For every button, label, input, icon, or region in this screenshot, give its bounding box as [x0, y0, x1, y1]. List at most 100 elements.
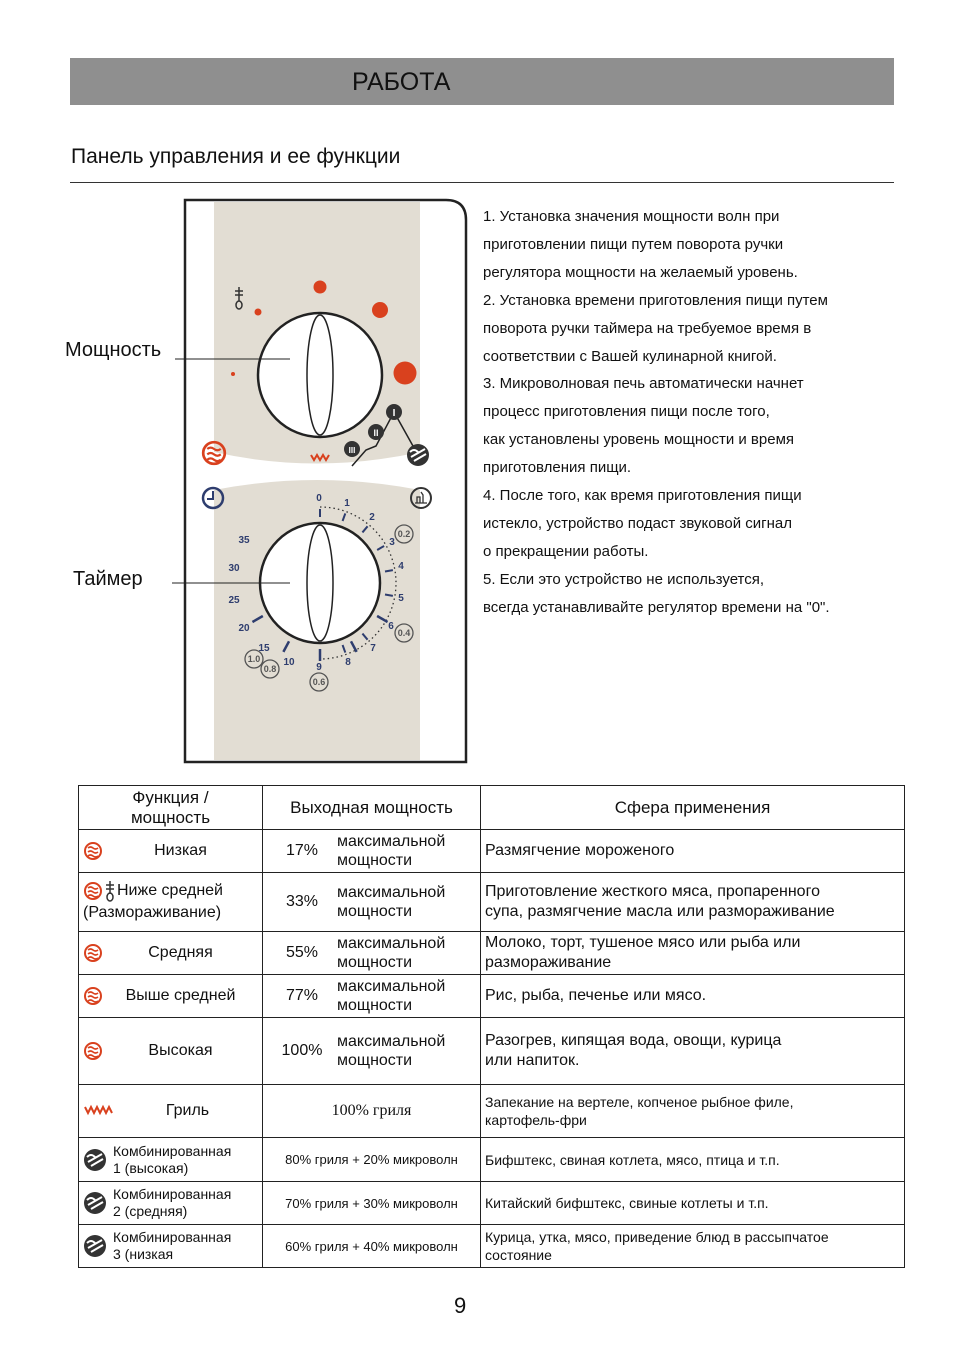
function-label: Комбинированная: [113, 1186, 232, 1202]
microwave-icon: [84, 944, 102, 962]
output-text: 80% гриля + 20% микроволн: [262, 1137, 481, 1182]
timer-tick: [341, 644, 347, 653]
combo-icon: [83, 1147, 107, 1172]
instruction-line: 4. После того, как время приготовления п…: [483, 487, 802, 505]
max-text: максимальной: [337, 978, 446, 995]
timer-tick: [384, 569, 394, 573]
header-output: Выходная мощность: [262, 785, 481, 830]
timer-tick: [349, 640, 358, 653]
weight-0-4: [394, 623, 414, 643]
output-percent: 33%: [285, 893, 319, 910]
page-subtitle: Панель управления и ее функции: [71, 145, 401, 168]
grill-icon: [84, 1104, 113, 1116]
power-dot-low: [254, 308, 262, 316]
combo-mark-2-label: II: [373, 428, 378, 438]
instructions: 1. Установка значения мощности волн при …: [483, 203, 903, 622]
weight-0-4-label: 0.4: [398, 628, 411, 638]
scope-text: Размягчение мороженого: [480, 829, 905, 873]
scope-text: размораживание: [485, 954, 612, 971]
section-title: РАБОТА: [352, 68, 451, 96]
scope-text: Рис, рыба, печенье или мясо.: [480, 974, 905, 1018]
function-label: Ниже средней: [117, 882, 223, 899]
timer-number: 4: [398, 561, 404, 572]
timer-number: 15: [258, 643, 270, 654]
output-percent: 55%: [285, 944, 319, 961]
weight-1-0-label: 1.0: [248, 654, 261, 664]
power-dial-grip: [306, 314, 334, 436]
weight-1-0: [244, 649, 264, 669]
combo-icon: [83, 1191, 107, 1215]
divider: [70, 182, 894, 183]
max-text: мощности: [337, 954, 413, 971]
timer-number: 2: [369, 512, 375, 523]
scope-text: картофель-фри: [485, 1112, 587, 1128]
timer-number: 10: [283, 657, 295, 668]
instruction-line: приготовления пищи.: [483, 459, 632, 477]
max-text: мощности: [337, 852, 413, 869]
output-percent: 17%: [285, 842, 319, 859]
scope-text: Разогрев, кипящая вода, овощи, курица: [485, 1032, 782, 1049]
timer-number: 3: [389, 537, 395, 548]
scope-text: Приготовление жесткого мяса, пропаренног…: [485, 883, 820, 900]
power-table: Функция / мощность Выходная мощность Сфе…: [78, 785, 905, 1268]
max-text: максимальной: [337, 935, 446, 952]
function-label: Низкая: [154, 842, 207, 859]
instruction-line: 1. Установка значения мощности волн при: [483, 208, 780, 225]
combo-icon: [406, 443, 430, 467]
scope-text: Курица, утка, мясо, приведение блюд в ра…: [485, 1229, 829, 1245]
function-label-2: 3 (низкая: [113, 1246, 174, 1262]
section-banner: РАБОТА: [70, 58, 894, 105]
weight-0-6: [309, 672, 329, 692]
microwave-icon: [84, 987, 102, 1005]
max-text: мощности: [337, 1052, 413, 1069]
instruction-line: поворота ручки таймера на требуемое врем…: [483, 319, 812, 337]
timer-number: 30: [228, 563, 240, 574]
combo-mark-1-label: I: [393, 408, 396, 419]
instruction-line: 5. Если это устройство не используется,: [483, 570, 765, 588]
instruction-line: процесс приготовления пищи после того,: [483, 403, 770, 421]
microwave-icon: [84, 1042, 102, 1060]
timer-tick: [361, 525, 369, 534]
function-label: Высокая: [148, 1042, 213, 1059]
function-label-2: (Размораживание): [83, 904, 222, 921]
combo-mark-2: [368, 424, 384, 440]
combo-mark-1: [386, 404, 402, 420]
power-dot-high: [393, 361, 417, 385]
output-percent: 77%: [285, 987, 319, 1004]
timer-tick: [376, 545, 385, 551]
timer-number: 8: [345, 657, 351, 668]
output-text: 70% гриля + 30% микроволн: [262, 1181, 481, 1225]
max-text: максимальной: [337, 884, 446, 901]
microwave-icon: [84, 882, 102, 900]
instruction-line: 2. Установка времени приготовления пищи …: [483, 291, 828, 309]
header-function: Функция / мощность: [78, 785, 263, 830]
timer-tick: [282, 640, 291, 653]
timer-number: 6: [388, 621, 394, 632]
timer-tick: [361, 632, 369, 641]
header-scope: Сфера применения: [480, 785, 905, 830]
power-label: Мощность: [65, 339, 162, 361]
clock-icon: [201, 486, 225, 510]
function-label: Гриль: [165, 1102, 210, 1119]
timer-tick: [384, 593, 394, 597]
power-dot-medium: [313, 280, 327, 294]
scope-text: Бифштекс, свиная котлета, мясо, птица и …: [480, 1137, 905, 1182]
header-function-line1: Функция /: [132, 787, 209, 807]
instruction-line: о прекращении работы.: [483, 542, 649, 560]
max-text: мощности: [337, 997, 413, 1014]
timer-number: 0: [316, 493, 322, 504]
microwave-icon: [84, 842, 102, 860]
timer-dial-grip: [306, 524, 334, 642]
power-dot-min: [231, 372, 235, 376]
scope-text: супа, размягчение масла или размораживан…: [485, 903, 835, 920]
combo-mark-3-label: III: [349, 446, 356, 455]
grill-icon: [310, 453, 330, 462]
weight-defrost-icon: [410, 487, 432, 509]
